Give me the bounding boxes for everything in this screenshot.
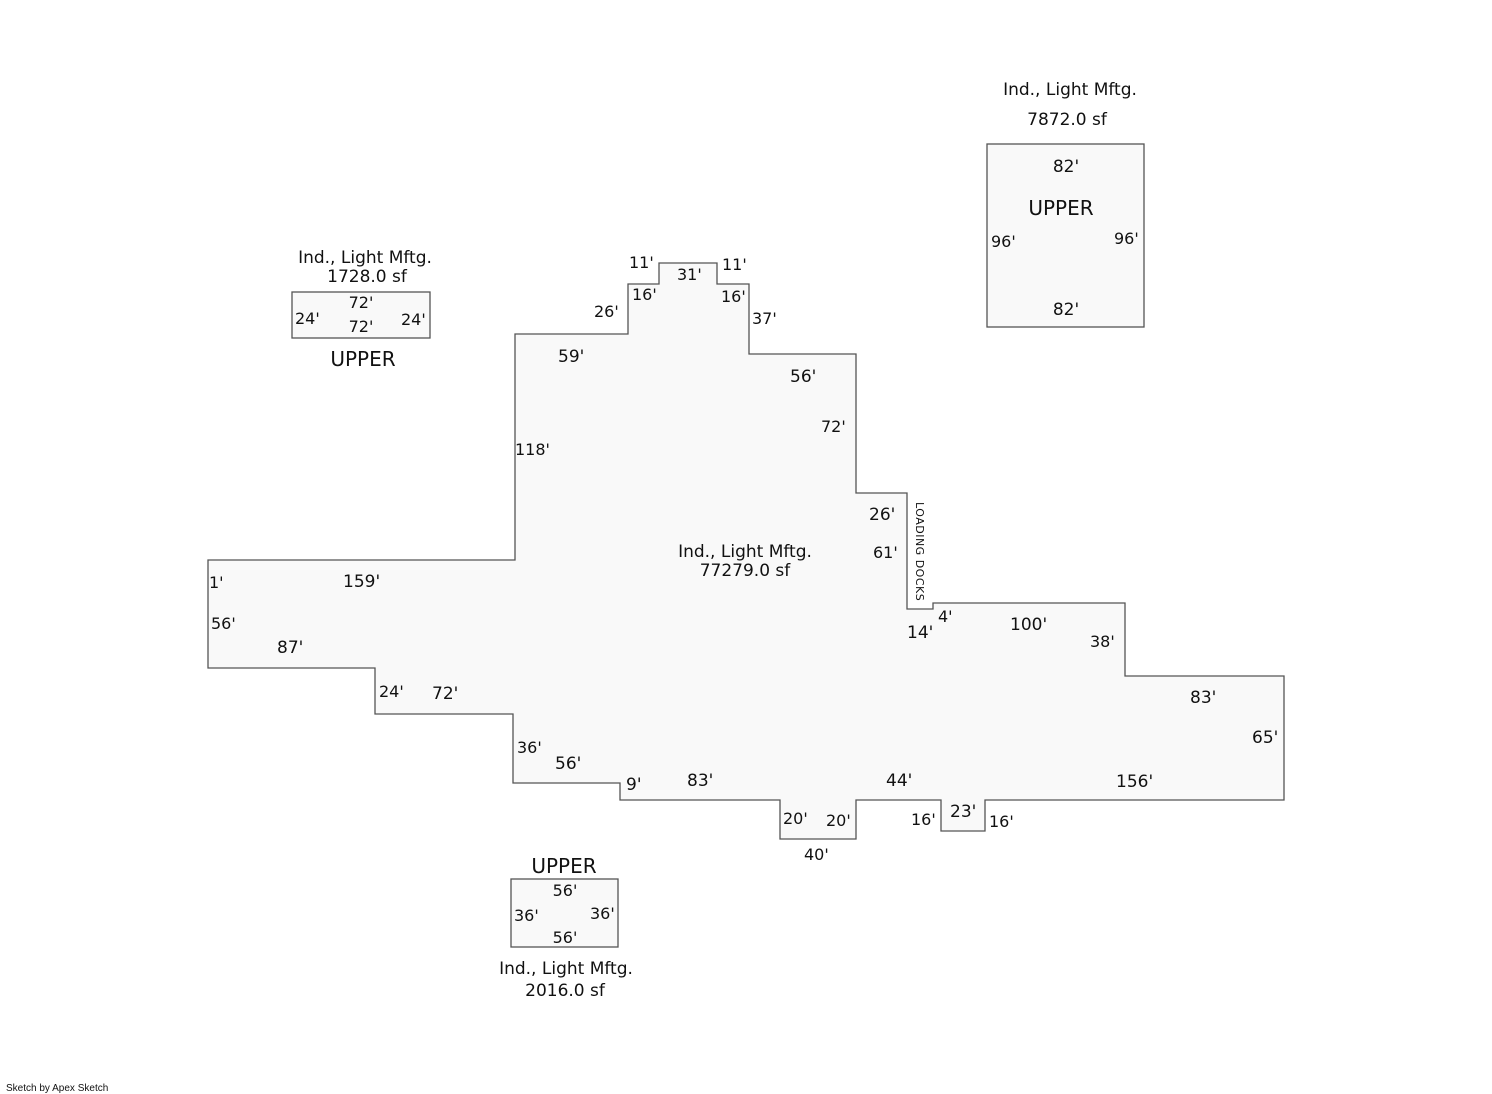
upper-top-right-area-label: 7872.0 sf bbox=[1027, 110, 1108, 130]
main-building-outline bbox=[207, 262, 1285, 840]
dim-label: 24' bbox=[295, 309, 320, 328]
dim-label: 56' bbox=[555, 754, 581, 774]
upper-left-outline bbox=[291, 291, 431, 339]
upper-bottom-name: UPPER bbox=[531, 854, 596, 878]
dim-label: 24' bbox=[379, 682, 404, 701]
dim-label: 56' bbox=[211, 614, 236, 633]
dim-label: 72' bbox=[349, 317, 374, 336]
dim-label: 72' bbox=[821, 417, 846, 436]
dim-label: 118' bbox=[515, 440, 550, 459]
upper-left-name: UPPER bbox=[330, 347, 395, 371]
upper-top-right-outline bbox=[986, 143, 1145, 328]
sketch-credit: Sketch by Apex Sketch bbox=[6, 1083, 108, 1094]
main-area-label: 77279.0 sf bbox=[700, 561, 792, 581]
dim-label: 11' bbox=[629, 253, 654, 272]
dim-label: 11' bbox=[722, 255, 747, 274]
dim-label: 4' bbox=[938, 607, 953, 626]
loading-docks-label: LOADING DOCKS bbox=[913, 502, 926, 601]
dim-label: 26' bbox=[869, 505, 895, 525]
dim-label: 23' bbox=[950, 802, 976, 822]
dim-label: 87' bbox=[277, 638, 303, 658]
dim-label: 82' bbox=[1053, 300, 1079, 320]
dim-label: 72' bbox=[432, 684, 458, 704]
dim-label: 16' bbox=[989, 812, 1014, 831]
dim-label: 37' bbox=[752, 309, 777, 328]
dim-label: 1' bbox=[209, 573, 224, 592]
dim-label: 83' bbox=[1190, 688, 1216, 708]
main-type-label: Ind., Light Mftg. bbox=[678, 542, 812, 562]
upper-top-right-name: UPPER bbox=[1028, 196, 1093, 220]
dim-label: 20' bbox=[826, 811, 851, 830]
dim-label: 36' bbox=[517, 738, 542, 757]
dim-label: 9' bbox=[626, 775, 642, 795]
dim-label: 61' bbox=[873, 543, 898, 562]
dim-label: 56' bbox=[553, 881, 578, 900]
dim-label: 40' bbox=[804, 845, 829, 864]
dim-label: 36' bbox=[590, 904, 615, 923]
dim-label: 159' bbox=[343, 572, 380, 592]
dim-label: 44' bbox=[886, 771, 912, 791]
upper-left-type-label: Ind., Light Mftg. bbox=[298, 248, 432, 268]
dim-label: 59' bbox=[558, 347, 584, 367]
dim-label: 100' bbox=[1010, 615, 1047, 635]
dim-label: 65' bbox=[1252, 728, 1278, 748]
dim-label: 156' bbox=[1116, 772, 1153, 792]
dim-label: 83' bbox=[687, 771, 713, 791]
dim-label: 96' bbox=[1114, 229, 1139, 248]
upper-bottom-type-label: Ind., Light Mftg. bbox=[499, 959, 633, 979]
dim-label: 16' bbox=[721, 287, 746, 306]
dim-label: 72' bbox=[349, 293, 374, 312]
upper-left-area-label: 1728.0 sf bbox=[327, 267, 408, 287]
upper-bottom-outline bbox=[510, 878, 619, 948]
dim-label: 82' bbox=[1053, 157, 1079, 177]
dim-label: 56' bbox=[553, 928, 578, 947]
dim-label: 24' bbox=[401, 310, 426, 329]
dim-label: 16' bbox=[632, 285, 657, 304]
dim-label: 31' bbox=[677, 265, 702, 284]
dim-label: 20' bbox=[783, 809, 808, 828]
upper-top-right-type-label: Ind., Light Mftg. bbox=[1003, 80, 1137, 100]
dim-label: 16' bbox=[911, 810, 936, 829]
dim-label: 38' bbox=[1090, 632, 1115, 651]
dim-label: 96' bbox=[991, 232, 1016, 251]
dim-label: 26' bbox=[594, 302, 619, 321]
dim-label: 14' bbox=[907, 623, 933, 643]
dim-label: 36' bbox=[514, 906, 539, 925]
upper-bottom-area-label: 2016.0 sf bbox=[525, 981, 606, 1001]
dim-label: 56' bbox=[790, 367, 816, 387]
